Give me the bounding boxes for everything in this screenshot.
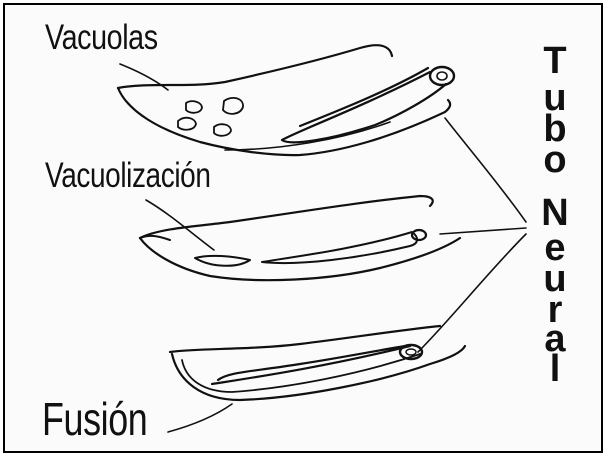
- embryo-outline-bottom: [118, 88, 450, 155]
- embryo-outline-top: [118, 45, 392, 88]
- vertical-letter: T: [535, 42, 575, 80]
- embryo-outline-top: [140, 196, 433, 238]
- embryo-inner-line: [225, 122, 390, 150]
- vacuole: [223, 98, 243, 114]
- vacuole: [178, 118, 196, 130]
- pointer-line-stage1: [445, 118, 526, 222]
- inner-fold: [182, 354, 420, 392]
- vacuole: [214, 124, 231, 136]
- label-fusion: Fusión: [42, 392, 147, 446]
- tubo-neural-pointers: [418, 118, 526, 352]
- neural-tube-upper: [300, 68, 428, 126]
- label-vacuolizacion: Vacuolización: [45, 156, 211, 196]
- neural-tube: [282, 72, 446, 142]
- label-vacuolas: Vacuolas: [45, 18, 158, 58]
- leader-line-fusion: [168, 404, 232, 432]
- vacuole: [186, 101, 202, 113]
- neural-tube-left-segment: [195, 256, 250, 266]
- vertical-letter: l: [535, 350, 575, 388]
- embryo-stage-vacuolas: [118, 45, 454, 155]
- neural-tube-right-segment: [262, 232, 417, 263]
- neural-tube-lumen: [437, 72, 447, 80]
- embryo-stage-fusion: [168, 326, 465, 432]
- neural-tube-opening: [430, 67, 454, 85]
- neural-tube-lumen: [406, 349, 416, 355]
- embryo-stage-vacuolizacion: [140, 196, 460, 280]
- pointer-line-stage2: [440, 228, 526, 234]
- vertical-letter: o: [535, 141, 575, 179]
- tail-tip: [140, 236, 170, 240]
